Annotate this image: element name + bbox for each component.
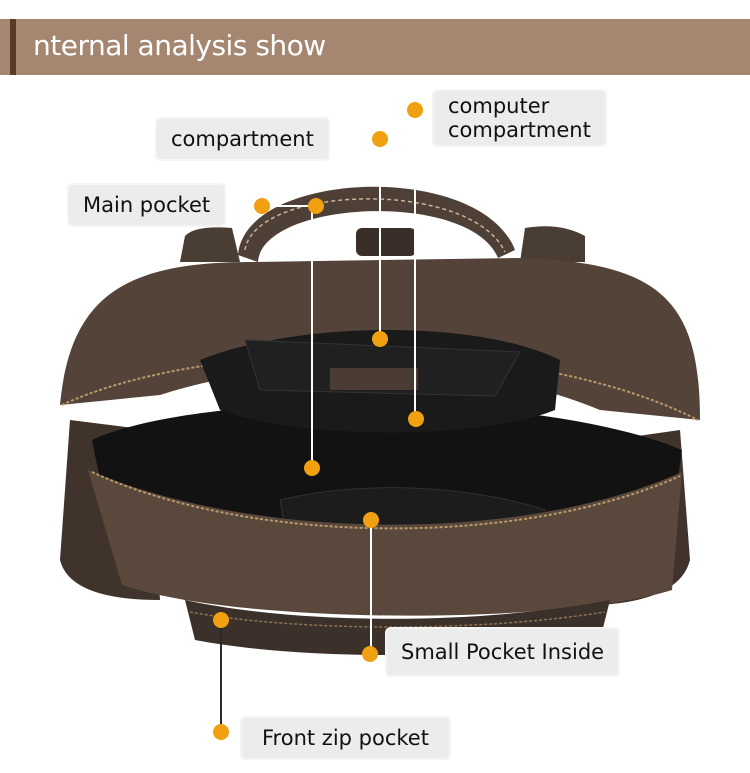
leader-line-main-pocket bbox=[311, 206, 313, 468]
callout-dot bbox=[362, 646, 378, 662]
callout-dot bbox=[407, 102, 423, 118]
label-compartment-text: compartment bbox=[171, 127, 314, 151]
leader-line-small-pocket bbox=[370, 520, 372, 654]
callout-dot bbox=[408, 411, 424, 427]
label-small-pocket-inside-text: Small Pocket Inside bbox=[401, 640, 605, 664]
callout-dot bbox=[213, 724, 229, 740]
label-main-pocket: Main pocket bbox=[67, 183, 227, 227]
callout-dot bbox=[372, 131, 388, 147]
callout-dot bbox=[254, 198, 270, 214]
callout-dot bbox=[308, 198, 324, 214]
left-strap-top bbox=[180, 227, 240, 262]
leader-line-computer-compartment bbox=[414, 110, 416, 418]
callout-dot bbox=[363, 512, 379, 528]
label-front-zip-pocket-text: Front zip pocket bbox=[262, 726, 429, 750]
page-title: nternal analysis show bbox=[33, 29, 326, 62]
leader-line-compartment bbox=[379, 139, 381, 339]
right-strap-top bbox=[520, 226, 585, 262]
label-computer-compartment-line1: computer bbox=[448, 94, 550, 118]
label-compartment: compartment bbox=[155, 117, 330, 161]
label-main-pocket-text: Main pocket bbox=[83, 193, 211, 217]
header-banner: nternal analysis show bbox=[0, 19, 750, 75]
label-front-zip-pocket: Front zip pocket bbox=[240, 716, 451, 760]
leader-line-front-zip bbox=[220, 620, 222, 732]
callout-dot bbox=[372, 331, 388, 347]
callout-dot bbox=[304, 460, 320, 476]
front-body bbox=[88, 470, 682, 616]
label-small-pocket-inside: Small Pocket Inside bbox=[385, 627, 621, 677]
label-computer-compartment: computer compartment bbox=[432, 89, 607, 147]
leader-hline-main-pocket bbox=[262, 205, 314, 207]
header-accent-bar bbox=[10, 19, 16, 75]
callout-dot bbox=[213, 612, 229, 628]
label-computer-compartment-line2: compartment bbox=[448, 118, 591, 142]
